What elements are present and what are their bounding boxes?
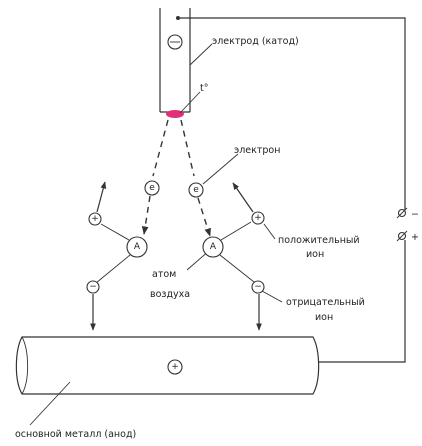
air-atom-label-line2: воздуха (150, 289, 190, 300)
electron-right: e (188, 182, 204, 198)
air-atom-label-line1: атом (152, 269, 176, 280)
positive-ion-right-symbol: + (254, 213, 262, 223)
base-metal-plate (15, 336, 320, 395)
terminal-negative-label: − (411, 209, 419, 220)
atom-left-to-negative-ion (95, 254, 131, 284)
electrode-top-dot (176, 16, 180, 20)
positive-ion-label-line1: положительный (278, 235, 360, 246)
terminal-positive-label: + (411, 232, 419, 243)
electrode-leader-line (189, 43, 213, 66)
air-atom-left-symbol: A (134, 242, 141, 252)
air-atom-left: A (126, 236, 148, 258)
electrode (159, 8, 191, 113)
base-metal-label: основной металл (анод) (15, 429, 136, 440)
negative-ion-right: − (251, 280, 265, 294)
anode-plus-text: + (171, 362, 179, 372)
positive-ion-right: + (251, 211, 265, 225)
electron-leader-line (202, 153, 239, 185)
arc-spot (166, 110, 184, 118)
electrode-label: электрод (катод) (212, 36, 299, 47)
air-atom-right-symbol: A (210, 242, 217, 252)
electron-right-symbol: e (193, 185, 199, 195)
electron-left: e (144, 180, 160, 196)
negative-ion-left-symbol: − (89, 282, 97, 292)
atom-right-to-negative-ion (219, 254, 255, 283)
electron-path-left (152, 119, 169, 177)
atom-left-to-positive-ion (100, 223, 130, 241)
electron-right-to-atom (197, 197, 211, 237)
negative-ion-leader-line (261, 290, 283, 303)
negative-ion-label-line1: отрицательный (286, 297, 365, 308)
positive-ion-label-line2: ион (306, 249, 324, 260)
electrode-minus-symbol (167, 34, 183, 50)
electron-left-to-atom (141, 195, 151, 235)
electron-path-right (180, 119, 195, 177)
circuit-wire-anode (318, 240, 406, 363)
negative-ion-left: − (86, 280, 100, 294)
positive-ion-left-arrow (96, 181, 107, 213)
air-atom-right: A (202, 236, 224, 258)
positive-ion-leader-line (263, 223, 276, 240)
positive-ion-left: + (88, 212, 102, 226)
negative-ion-right-symbol: − (254, 282, 262, 292)
negative-ion-label-line2: ион (315, 312, 333, 323)
t-label: t° (200, 83, 208, 94)
positive-ion-left-symbol: + (91, 214, 99, 224)
electron-label: электрон (234, 145, 280, 156)
atom-right-to-positive-ion (220, 221, 252, 241)
t-leader-line (179, 91, 201, 114)
terminal-positive: + (396, 230, 419, 243)
positive-ion-right-arrow (232, 182, 254, 213)
circuit-wire-cathode (180, 17, 406, 210)
anode-plus-symbol: + (167, 359, 183, 375)
electron-left-symbol: e (149, 183, 155, 193)
terminal-negative: − (396, 207, 419, 220)
base-metal-leader-line (29, 381, 71, 426)
